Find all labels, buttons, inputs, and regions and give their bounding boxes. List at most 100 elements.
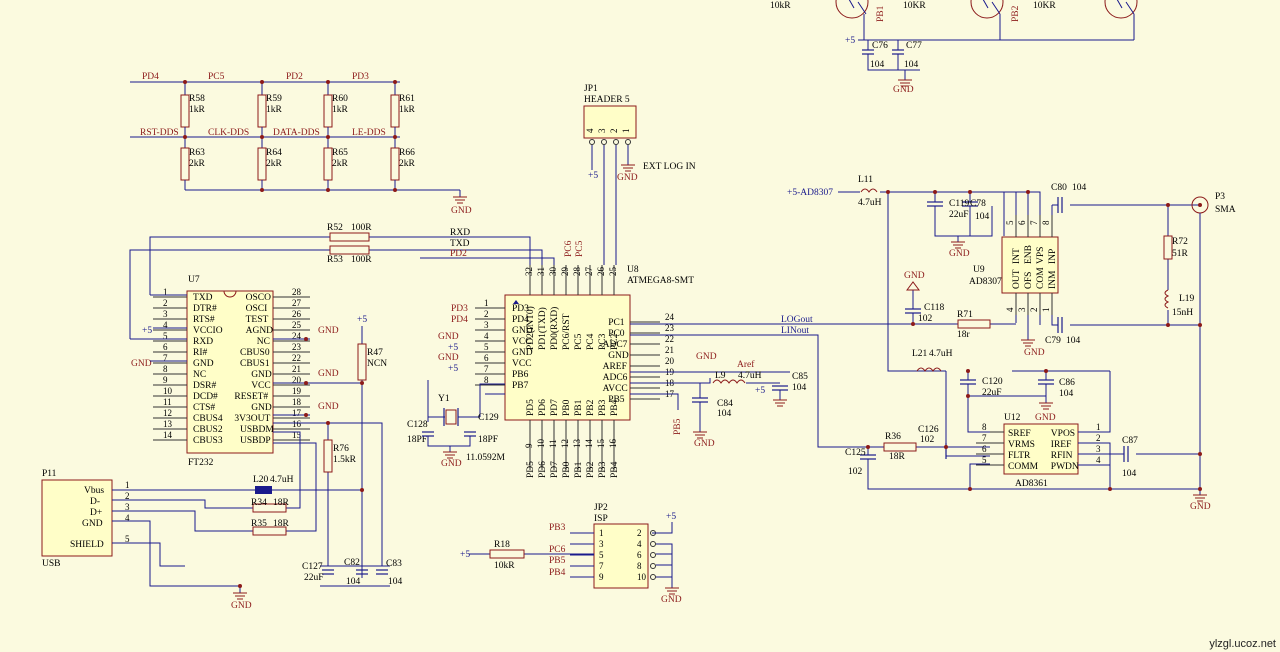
u7-pin-number-left: 13 [163,419,173,429]
c84-ref: C84 [717,399,733,409]
r34-value: 18R [273,498,290,508]
u8-bottom-net-label: PB4 [610,461,620,478]
u9-pin-number-top: 6 [1017,220,1027,225]
p11-body [41,479,113,557]
r36-ref: R36 [885,432,901,442]
u9-pin-label-top: INT [1012,248,1022,264]
u7-pin-label-right: RESET# [234,392,268,402]
c125-value: 102 [848,467,863,477]
u8-pin-label-bottom: PD6 [538,399,548,416]
r76-value: 1.5kR [333,455,357,465]
u12-pin-number-left: 8 [982,422,987,432]
u12-pin-number-left: 5 [982,455,987,465]
u8-body [504,294,631,421]
r36-value: 18R [889,452,906,462]
u12-pin-label-left: COMM [1008,462,1039,472]
u8-pin-number-left: 8 [484,375,489,385]
l21-ref: L21 [912,349,928,359]
jp2-pin-number-right: 10 [637,572,647,582]
c78-value: 104 [975,212,990,222]
u8-pin-label-right: GND [608,351,629,361]
jp2-gnd: GND [661,595,682,605]
c125-ref: C125 [845,448,866,458]
u8-pin-label-right: AREF [603,362,627,372]
c80-value: 104 [1072,183,1087,193]
jp1-power: +5 [588,171,598,181]
r65-value: 2kR [332,159,349,169]
r71-value: 18r [957,330,971,340]
p11-usb: P11 Vbus D- D+ GND SHIELD 1 2 3 4 5 USB … [41,431,362,611]
jp2-pin-pad [650,574,656,580]
jp2-body [593,523,649,589]
u8-bottom-net-label: PD7 [550,461,560,478]
jp2-pin-number-right: 4 [637,539,642,549]
u12-pin-label-right: RFIN [1051,451,1073,461]
u8-pin-label-top: PD2(INT0) [525,306,536,350]
net-le-dds: LE-DDS [352,128,386,138]
u8-pin-number-left: 7 [484,364,489,374]
crystal-y1: Y1 C128 18PF C129 18PF GND 11.0592M [407,380,506,469]
u7-pin-label-left: CBUS4 [193,414,223,424]
u8-pin-label-top: PD1(TXD) [537,307,548,350]
aref-network: L9 4.7uH C85 104 +5 GND C84 104 [630,371,808,449]
jp2-pin-number-right: 2 [637,528,642,538]
u7-pin-number-right: 17 [292,408,302,418]
c84-value: 104 [717,409,732,419]
jp2-pin-number-left: 5 [599,550,604,560]
u12-pin-label-left: FLTR [1008,451,1031,461]
u8-pin-number-left: 4 [484,331,489,341]
r66-ref: R66 [399,148,415,158]
u8-pin-number-top: 27 [584,267,594,277]
u8-pin-label-right: PC0 [608,329,625,339]
p11-pin-2: 2 [125,491,130,501]
r71-ref: R71 [957,310,973,320]
r34-ref: R34 [251,498,267,508]
r59-value: 1kR [266,105,283,115]
u7-pin-label-right: AGND [246,326,274,336]
net-linout: LINout [781,326,809,336]
p11-pin-shield: SHIELD [70,540,104,550]
p11-name: USB [42,559,60,569]
jp1-header: JP1 HEADER 5 4 3 2 1 +5 GND EXT LOG IN [583,84,696,265]
u9-pin-label-bottom: OUT [1012,269,1022,289]
c129-ref: C129 [478,413,499,423]
u7-pin-label-right: VCC [251,381,271,391]
u9-pin-label-top: INP [1048,249,1058,264]
c86-value: 104 [1059,389,1074,399]
c78-ref: C78 [970,199,986,209]
net-pd3: PD3 [352,72,369,82]
p11-pin-vbus: Vbus [84,486,104,496]
l9-ref: L9 [715,371,726,381]
net-pd4: PD4 [142,72,159,82]
u12-pin-number-right: 4 [1096,455,1101,465]
u8-gnd-3: GND [438,332,459,342]
r53-value: 100R [351,255,372,265]
u8-pin-label-right: PB5 [608,395,625,405]
transistor-q2 [970,0,1004,19]
u8-bottom-net-label: PD5 [526,461,536,478]
u7-pin-number-right: 15 [292,430,302,440]
u7-pin-label-right: TEST [246,315,269,325]
u8-pin-label-right: ADC6 [603,373,628,383]
u8-pin-number-right: 21 [665,345,674,355]
u8-pin-number-left: 6 [484,353,489,363]
u8-pin-number-top: 31 [536,267,546,276]
u7-pin-number-right: 25 [292,320,302,330]
l11-value: 4.7uH [858,198,882,208]
u7-gnd-25: GND [318,326,339,336]
u9-ad8307: +5-AD8307 L11 4.7uH GND C119 22uF C78 10… [630,175,1236,512]
jp1-name: HEADER 5 [584,95,630,105]
jp2-pin-pad [650,541,656,547]
c83-value: 104 [388,577,403,587]
r35-ref: R35 [251,519,267,529]
r60-value: 1kR [332,105,349,115]
u8-pin-label-left: PD4 [512,315,529,325]
u8-pin-label-left: PB7 [512,381,529,391]
u9-pin-number-bottom: 4 [1005,307,1015,312]
l9-value: 4.7uH [738,371,762,381]
r66-value: 2kR [399,159,416,169]
u8-gnd-21: GND [696,352,717,362]
u7-pin-label-left: TXD [193,293,213,303]
u8-bottom-net-label: PB3 [598,461,608,478]
c118-gnd: GND [904,271,925,281]
